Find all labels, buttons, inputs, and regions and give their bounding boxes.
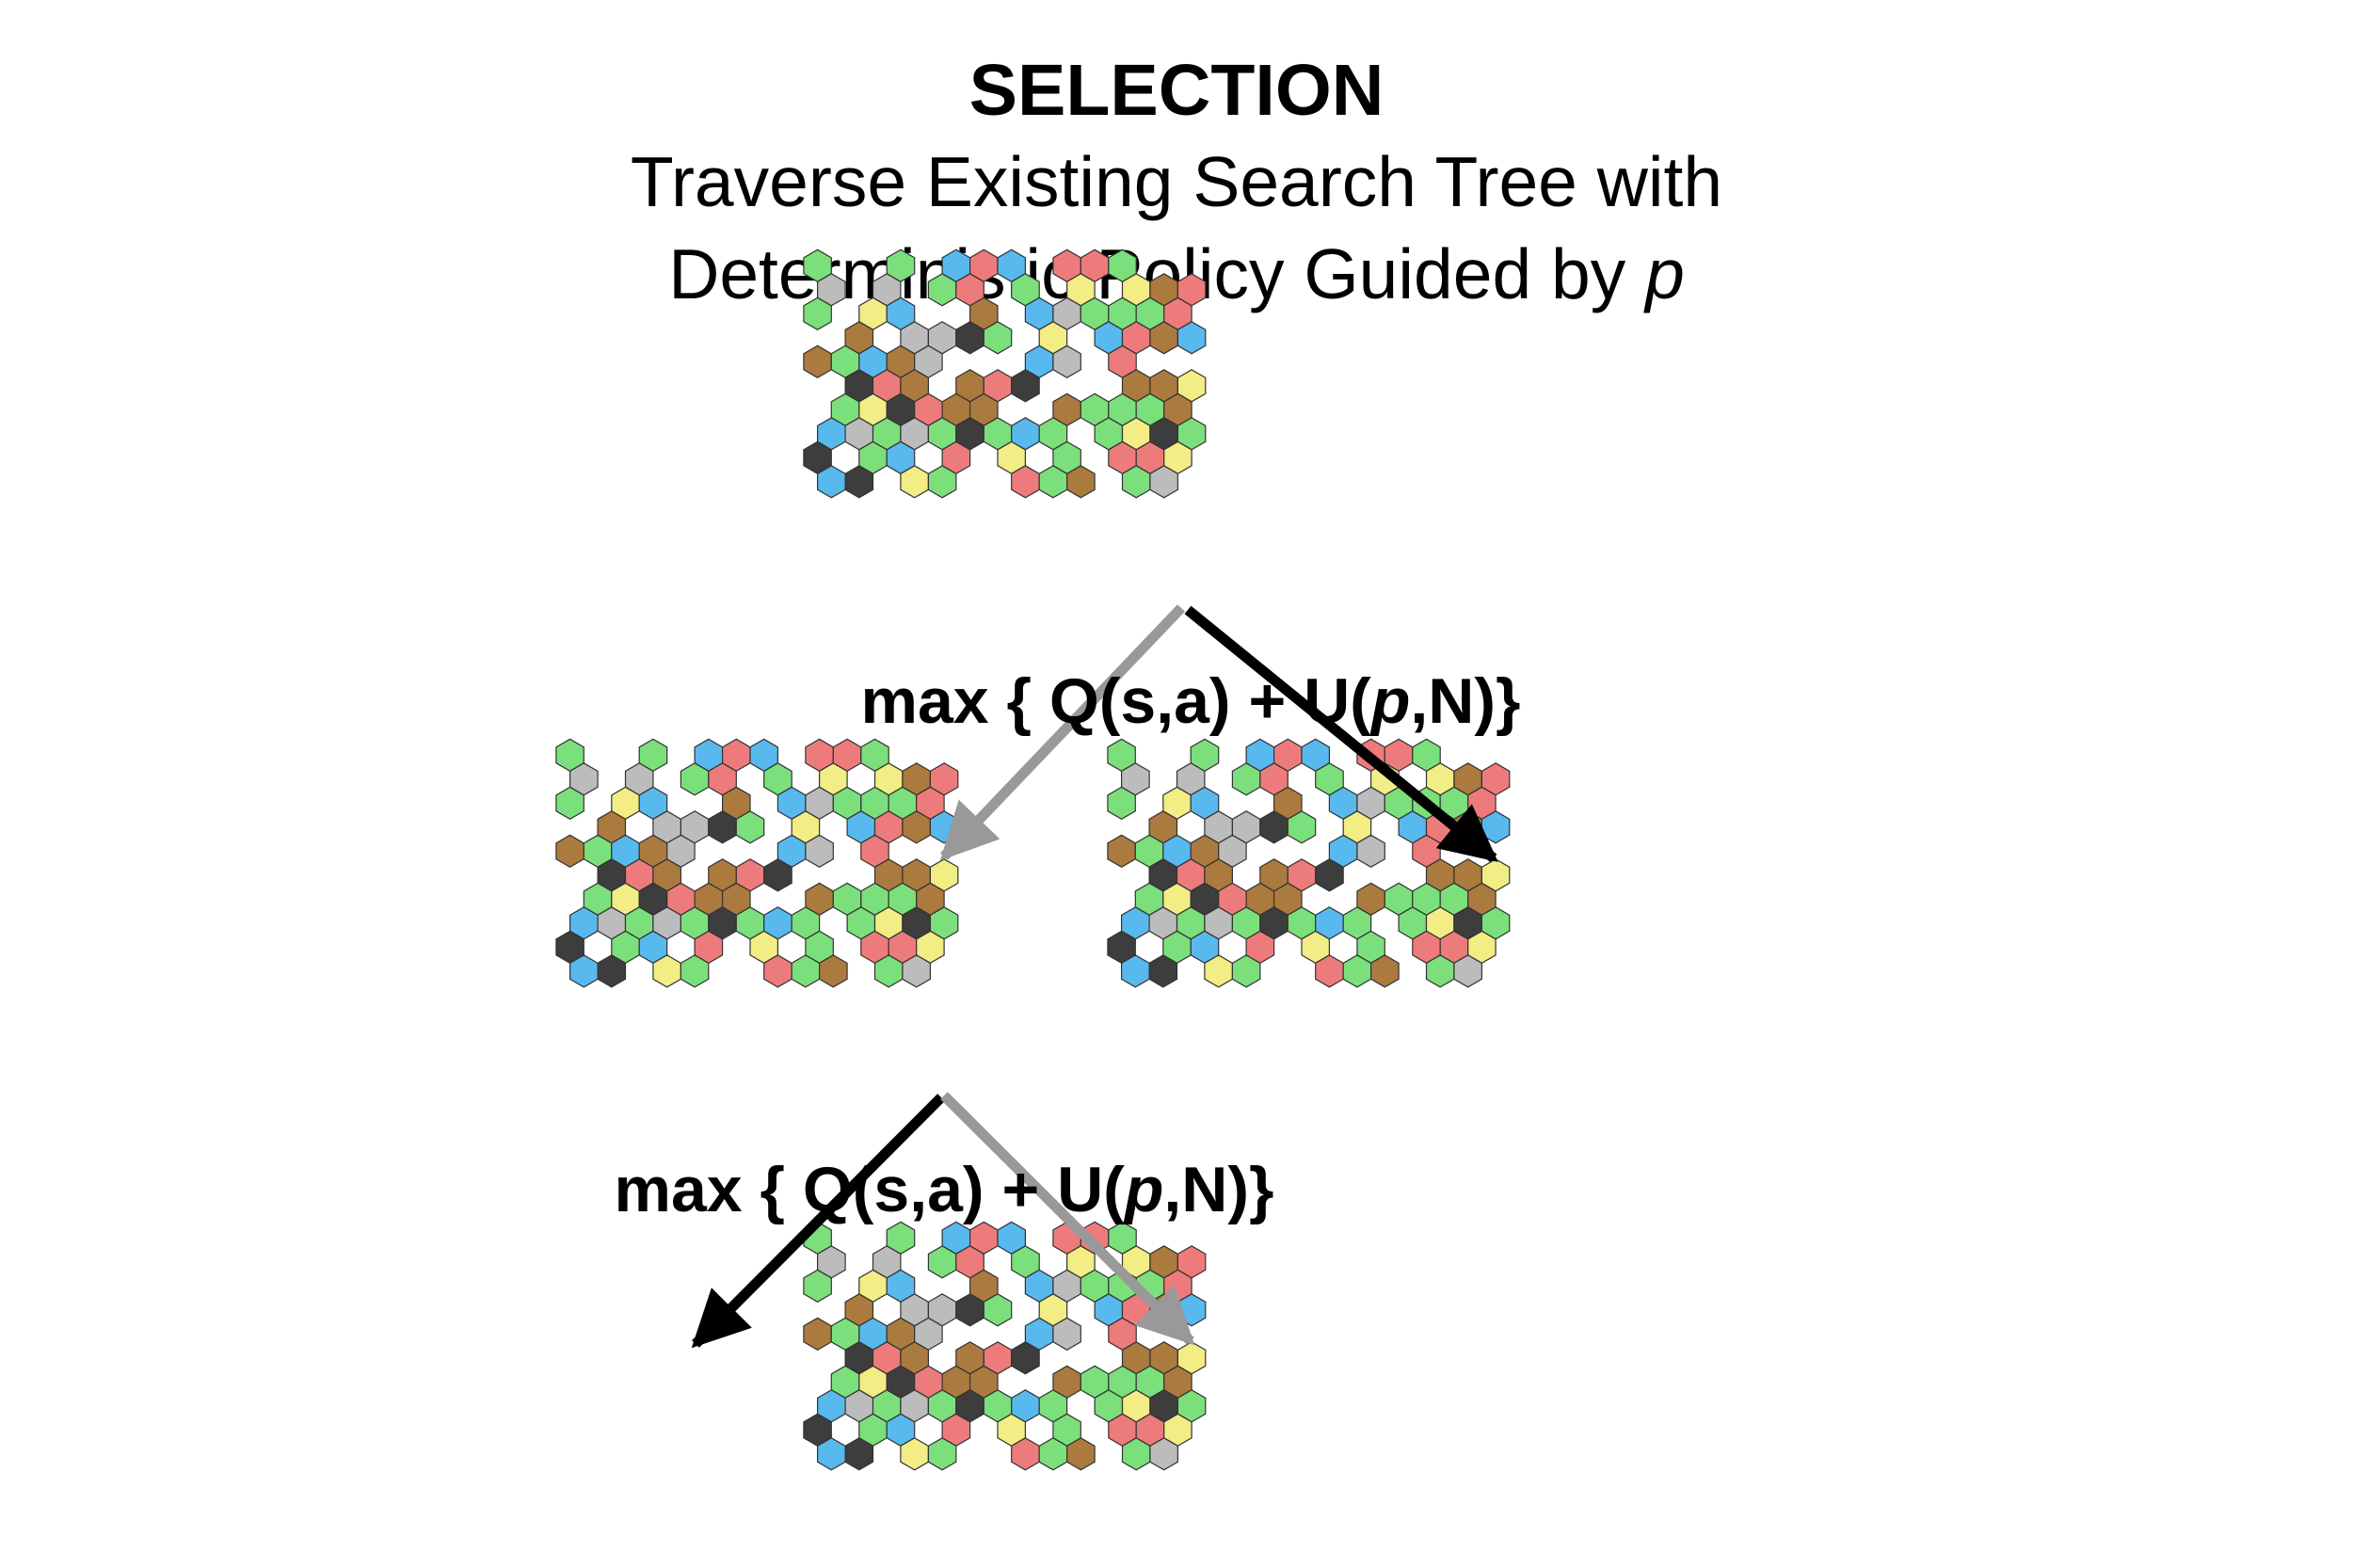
tree-node-right-child [1107, 738, 1511, 988]
formula-top-prefix: max { Q(s,a) + U( [861, 665, 1372, 737]
hex-tile [1356, 834, 1385, 868]
diagram-title: SELECTION [968, 50, 1385, 131]
hex-tile [1107, 786, 1136, 820]
edge-left-child-to-left [691, 1094, 945, 1349]
hex-tile [1287, 810, 1317, 844]
hex-tile [803, 296, 832, 330]
hex-tile [983, 1293, 1013, 1327]
hex-tile [1065, 1437, 1096, 1471]
hex-board-root [803, 248, 1207, 499]
hex-tile [803, 1317, 832, 1351]
hex-tile [1231, 954, 1261, 988]
hex-tile [844, 465, 874, 499]
selection-formula-top: max { Q(s,a) + U(p,N)} [861, 665, 1521, 737]
formula-top-suffix: ,N)} [1410, 665, 1520, 737]
hex-tile [1369, 954, 1400, 988]
subtitle-policy-variable: p [1645, 234, 1685, 313]
formula-top-policy-variable: p [1369, 665, 1411, 737]
hex-board-left-child [555, 738, 959, 988]
hex-tile [555, 834, 584, 868]
selection-formula-bottom: max { Q(s,a) + U(p,N)} [615, 1154, 1274, 1225]
hex-tile [1107, 834, 1136, 868]
title-block: SELECTION Traverse Existing Search Tree … [0, 45, 2353, 320]
hex-tile [555, 786, 584, 820]
hex-tile [1011, 1341, 1040, 1375]
hex-tile [597, 954, 627, 988]
hex-tile [1149, 1437, 1179, 1471]
hex-tile [1065, 465, 1096, 499]
hex-tile [735, 810, 765, 844]
hex-tile [1052, 1317, 1081, 1351]
hex-tile [1052, 344, 1081, 378]
hex-tile [763, 858, 792, 892]
edge-left-child-to-grandchild [940, 1092, 1195, 1346]
hex-tile [818, 954, 848, 988]
hex-board-grandchild [803, 1221, 1207, 1471]
hex-tile [1149, 465, 1179, 499]
hex-tile [983, 321, 1013, 355]
tree-node-grandchild [803, 1221, 1207, 1471]
hex-tile [1148, 954, 1178, 988]
tree-node-left-child [555, 738, 959, 988]
formula-bottom-prefix: max { Q(s,a) + U( [615, 1154, 1126, 1225]
hex-tile [803, 344, 832, 378]
hex-tile [1453, 954, 1483, 988]
hex-tile [1315, 858, 1344, 892]
edge-root-to-left-child [939, 604, 1185, 861]
hex-tile [844, 1437, 874, 1471]
formula-bottom-suffix: ,N)} [1163, 1154, 1273, 1225]
hex-tile [805, 834, 834, 868]
edge-root-to-right-child [1184, 605, 1498, 863]
hex-tile [927, 1437, 957, 1471]
hex-tile [927, 465, 957, 499]
hex-tile [803, 1269, 832, 1303]
hex-tile [902, 954, 932, 988]
formula-bottom-policy-variable: p [1123, 1154, 1164, 1225]
hex-tile [680, 954, 710, 988]
hex-tile [1176, 321, 1207, 355]
hex-tile [1011, 369, 1040, 403]
tree-node-root [803, 248, 1207, 499]
subtitle-line-1: Traverse Existing Search Tree with [630, 142, 1723, 221]
hex-board-right-child [1107, 738, 1511, 988]
